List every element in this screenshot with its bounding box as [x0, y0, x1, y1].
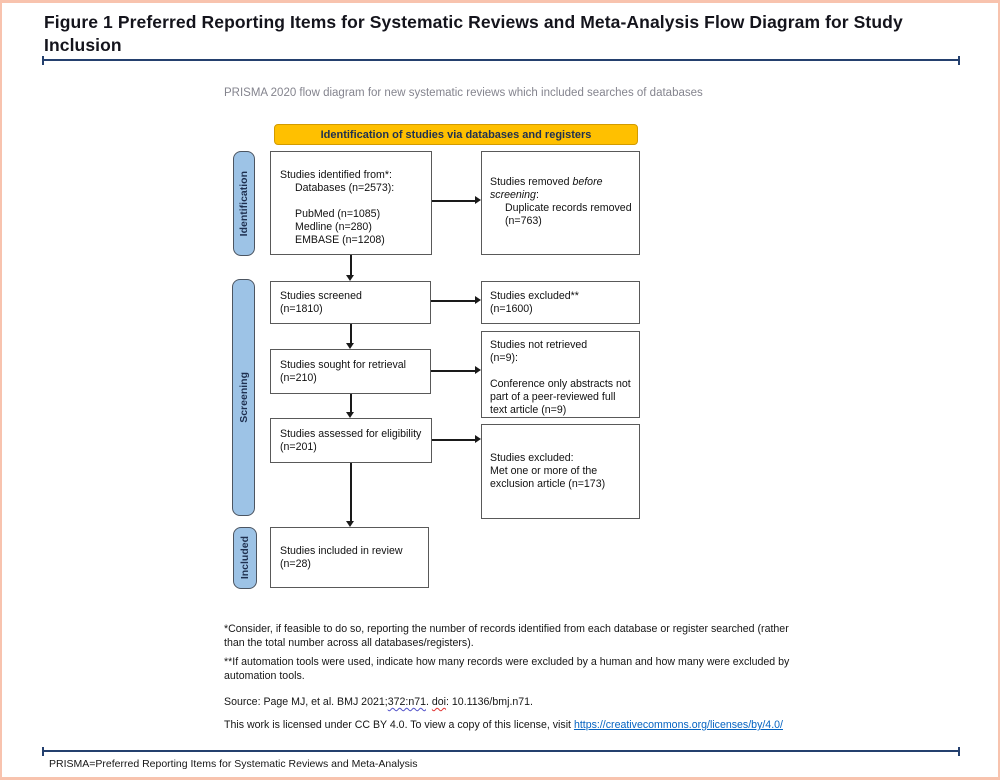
box-line: Studies sought for retrieval	[280, 358, 407, 371]
box-line	[490, 365, 635, 378]
box-text: :	[535, 189, 539, 201]
flow-arrow-down-identified-to-screened	[347, 255, 354, 281]
box-paragraph: Conference only abstracts not part of a …	[490, 378, 631, 416]
license-statement: This work is licensed under CC BY 4.0. T…	[224, 719, 790, 733]
top-divider-rule	[42, 55, 960, 65]
stage-label-included-text: Included	[239, 536, 251, 580]
stage-label-included: Included	[233, 527, 257, 589]
box-line: Databases (n=2573):	[295, 182, 395, 194]
box-line: (n=1810)	[280, 302, 323, 315]
figure-title: Figure 1 Preferred Reporting Items for S…	[44, 12, 903, 56]
stage-label-identification: Identification	[233, 151, 255, 256]
box-line: Studies identified from*:	[280, 169, 392, 181]
stage-label-screening: Screening	[232, 279, 255, 516]
box-line: Studies excluded:	[490, 452, 574, 464]
license-text: This work is licensed under CC BY 4.0. T…	[224, 719, 574, 731]
box-text-italic: screening	[490, 189, 536, 201]
box-line: (n=201)	[280, 440, 317, 453]
flow-arrow-right-assessed-to-excluded	[432, 436, 481, 442]
stage-label-identification-text: Identification	[238, 170, 250, 237]
flow-arrow-right-sought-to-notretrieved	[431, 367, 481, 373]
box-line: EMBASE (n=1208)	[295, 234, 385, 246]
box-studies-excluded-screening: Studies excluded** (n=1600)	[481, 281, 640, 324]
box-line: Studies removed before	[490, 176, 634, 189]
box-paragraph: Met one or more of the exclusion article…	[490, 465, 606, 490]
box-line: Medline (n=280)	[295, 221, 372, 233]
footnote-double-asterisk: **If automation tools were used, indicat…	[224, 656, 790, 682]
box-line: Studies assessed for eligibility	[280, 427, 422, 440]
flow-arrow-down-sought-to-assessed	[347, 394, 354, 418]
source-text: .	[426, 696, 432, 708]
box-line: (n=9):	[490, 352, 518, 364]
box-line: Studies excluded**	[490, 289, 579, 302]
box-studies-assessed: Studies assessed for eligibility (n=201)	[270, 418, 432, 463]
identification-banner: Identification of studies via databases …	[274, 124, 638, 145]
source-doi-marked: doi	[431, 696, 447, 708]
box-line: Studies included in review	[280, 544, 403, 557]
box-line: PubMed (n=1085)	[295, 208, 381, 220]
box-line: (n=1600)	[490, 302, 533, 315]
creative-commons-link[interactable]: https://creativecommons.org/licenses/by/…	[573, 719, 783, 731]
box-text: Studies removed	[490, 176, 573, 188]
footnote-asterisk: *Consider, if feasible to do so, reporti…	[224, 623, 789, 649]
box-studies-included: Studies included in review (n=28)	[270, 527, 429, 588]
box-line: Duplicate records removed	[505, 202, 632, 214]
box-studies-excluded-eligibility: Studies excluded: Met one or more of the…	[481, 424, 640, 519]
flow-arrow-right-identified-to-removed	[432, 197, 481, 203]
flow-arrow-down-assessed-to-included	[347, 463, 354, 527]
flow-arrow-right-screened-to-excluded	[431, 297, 481, 303]
source-text: : 10.1136/bmj.n71.	[446, 696, 533, 708]
box-line: (n=28)	[280, 557, 311, 570]
box-text-italic: before	[572, 176, 603, 188]
box-studies-removed: Studies removed before screening: Duplic…	[481, 151, 640, 255]
source-citation: Source: Page MJ, et al. BMJ 2021;372:n71…	[224, 696, 790, 710]
box-line: (n=763)	[505, 215, 542, 227]
box-line: screening:	[490, 189, 634, 202]
box-line: (n=210)	[280, 371, 317, 384]
diagram-subtitle: PRISMA 2020 flow diagram for new systema…	[224, 87, 703, 99]
box-studies-not-retrieved: Studies not retrieved (n=9): Conference …	[481, 331, 640, 418]
box-line	[280, 195, 425, 208]
box-line: Studies screened	[280, 289, 362, 302]
bottom-divider-rule	[42, 746, 960, 756]
source-cite-marked: 372:n71	[387, 696, 426, 708]
abbreviation-note: PRISMA=Preferred Reporting Items for Sys…	[49, 758, 418, 770]
box-studies-identified: Studies identified from*: Databases (n=2…	[270, 151, 432, 255]
source-text: Source: Page MJ, et al. BMJ 2021;	[224, 696, 388, 708]
stage-label-screening-text: Screening	[237, 372, 250, 423]
box-studies-screened: Studies screened (n=1810)	[270, 281, 431, 324]
identification-banner-label: Identification of studies via databases …	[320, 128, 592, 141]
box-studies-sought: Studies sought for retrieval (n=210)	[270, 349, 431, 394]
flow-arrow-down-screened-to-sought	[347, 324, 354, 349]
box-line: Studies not retrieved	[490, 339, 588, 351]
